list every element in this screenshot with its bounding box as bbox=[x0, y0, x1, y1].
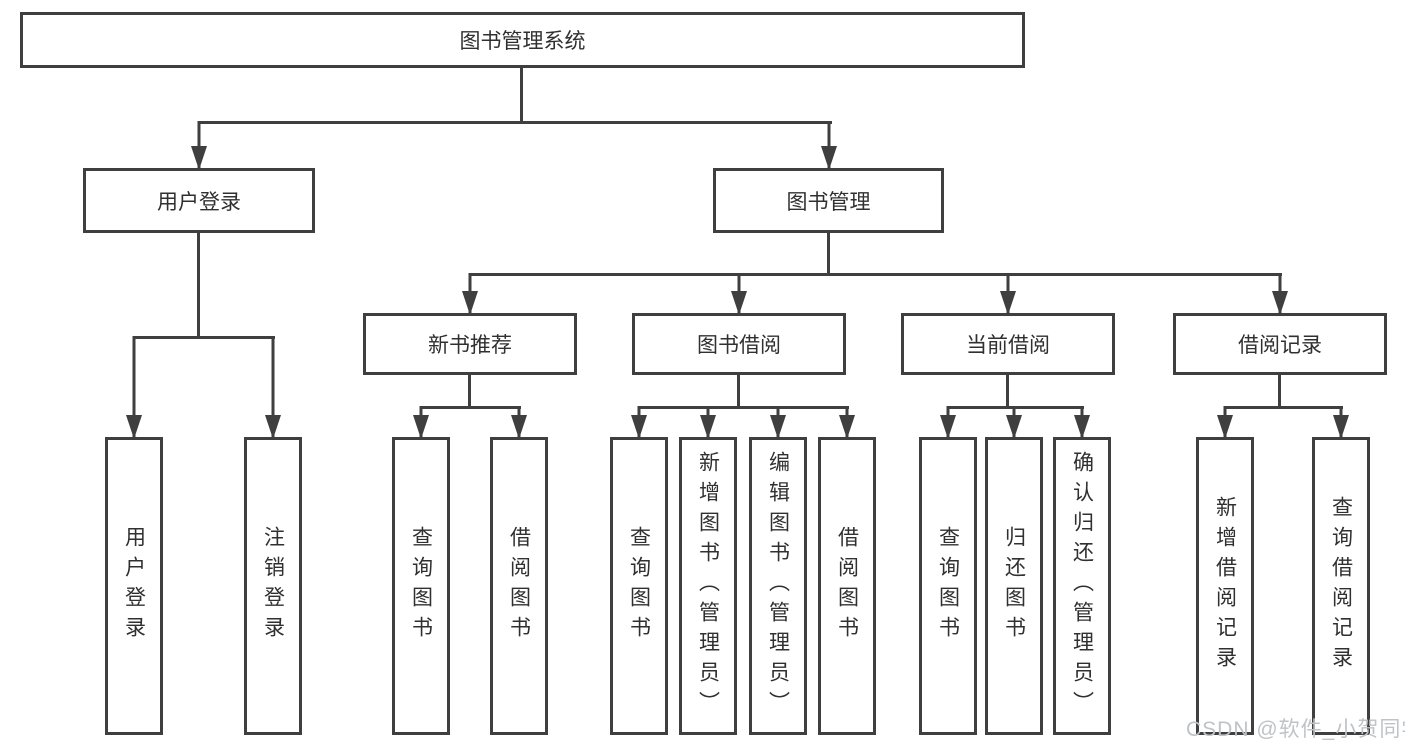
connector-line bbox=[198, 121, 832, 124]
connector-arrow bbox=[1272, 273, 1288, 315]
node-label: 用户登录 bbox=[122, 526, 146, 646]
node-current-borrowing: 当前借阅 bbox=[901, 313, 1115, 375]
arrowhead-icon bbox=[1272, 291, 1288, 315]
connector-arrow bbox=[265, 336, 281, 439]
arrowhead-icon bbox=[265, 415, 281, 439]
connector-arrow bbox=[731, 273, 747, 315]
node-book-management: 图书管理 bbox=[713, 168, 944, 233]
connector-arrow bbox=[1074, 406, 1090, 439]
connector-arrow bbox=[1006, 406, 1022, 439]
connector-line bbox=[1278, 373, 1281, 409]
node-label: 新增图书（管理员） bbox=[696, 451, 720, 721]
arrowhead-icon bbox=[821, 146, 837, 170]
leaf-add-borrow-record: 新增借阅记录 bbox=[1196, 437, 1254, 735]
node-label: 归还图书 bbox=[1002, 526, 1026, 646]
leaf-return-books: 归还图书 bbox=[985, 437, 1043, 735]
connector-arrow bbox=[700, 406, 716, 439]
connector-line bbox=[1006, 373, 1009, 409]
connector-arrow bbox=[126, 336, 142, 439]
leaf-add-books-admin: 新增图书（管理员） bbox=[679, 437, 737, 735]
connector-arrow bbox=[1000, 273, 1016, 315]
node-label: 新增借阅记录 bbox=[1213, 496, 1237, 676]
node-label: 查询图书 bbox=[627, 526, 651, 646]
leaf-query-books: 查询图书 bbox=[919, 437, 977, 735]
node-new-book-recommendation: 新书推荐 bbox=[363, 313, 577, 375]
arrowhead-icon bbox=[462, 291, 478, 315]
leaf-user-login: 用户登录 bbox=[105, 437, 163, 735]
arrowhead-icon bbox=[1217, 415, 1233, 439]
leaf-borrow-books: 借阅图书 bbox=[490, 437, 548, 735]
node-library-management-system: 图书管理系统 bbox=[20, 12, 1025, 68]
node-label: 新书推荐 bbox=[428, 334, 512, 357]
arrowhead-icon bbox=[126, 415, 142, 439]
connector-line bbox=[737, 373, 740, 409]
node-label: 借阅记录 bbox=[1238, 334, 1322, 357]
arrowhead-icon bbox=[413, 415, 429, 439]
arrowhead-icon bbox=[770, 415, 786, 439]
arrowhead-icon bbox=[1006, 415, 1022, 439]
connector-line bbox=[468, 373, 471, 409]
arrowhead-icon bbox=[839, 415, 855, 439]
node-label: 用户登录 bbox=[157, 190, 241, 214]
leaf-logout: 注销登录 bbox=[244, 437, 302, 735]
leaf-query-books: 查询图书 bbox=[392, 437, 450, 735]
arrow-shaft bbox=[271, 336, 275, 439]
arrowhead-icon bbox=[511, 415, 527, 439]
connector-line bbox=[197, 231, 200, 339]
connector-arrow bbox=[1333, 406, 1349, 439]
connector-arrow bbox=[770, 406, 786, 439]
connector-arrow bbox=[413, 406, 429, 439]
node-label: 注销登录 bbox=[261, 526, 285, 646]
node-label: 借阅图书 bbox=[507, 526, 531, 646]
node-book-borrowing: 图书借阅 bbox=[632, 313, 846, 375]
connector-line bbox=[133, 336, 275, 339]
leaf-query-books: 查询图书 bbox=[610, 437, 668, 735]
csdn-watermark: CSDN @软件_小贺同学 bbox=[1186, 718, 1405, 741]
leaf-edit-books-admin: 编辑图书（管理员） bbox=[749, 437, 807, 735]
connector-arrow bbox=[191, 121, 207, 170]
connector-arrow bbox=[511, 406, 527, 439]
arrow-shaft bbox=[132, 336, 136, 439]
arrowhead-icon bbox=[940, 415, 956, 439]
arrowhead-icon bbox=[631, 415, 647, 439]
node-label: 图书借阅 bbox=[697, 334, 781, 357]
connector-line bbox=[420, 406, 521, 409]
connector-arrow bbox=[839, 406, 855, 439]
leaf-query-borrow-record: 查询借阅记录 bbox=[1312, 437, 1370, 735]
node-label: 图书管理系统 bbox=[459, 30, 586, 53]
node-borrowing-records: 借阅记录 bbox=[1173, 313, 1387, 375]
connector-arrow bbox=[462, 273, 478, 315]
connector-arrow bbox=[821, 121, 837, 170]
connector-line bbox=[469, 273, 1282, 276]
connector-arrow bbox=[1217, 406, 1233, 439]
node-label: 查询图书 bbox=[936, 526, 960, 646]
arrow-shaft bbox=[197, 121, 201, 170]
leaf-borrow-books: 借阅图书 bbox=[818, 437, 876, 735]
arrowhead-icon bbox=[1000, 291, 1016, 315]
node-label: 图书管理 bbox=[786, 190, 871, 214]
node-label: 查询借阅记录 bbox=[1329, 496, 1353, 676]
connector-line bbox=[827, 231, 830, 276]
node-user-login: 用户登录 bbox=[83, 168, 315, 233]
arrowhead-icon bbox=[1333, 415, 1349, 439]
node-label: 查询图书 bbox=[409, 526, 433, 646]
connector-line bbox=[947, 406, 1084, 409]
connector-arrow bbox=[631, 406, 647, 439]
node-label: 借阅图书 bbox=[835, 526, 859, 646]
arrow-shaft bbox=[827, 121, 831, 170]
node-label: 确认归还（管理员） bbox=[1070, 451, 1094, 721]
leaf-confirm-return-admin: 确认归还（管理员） bbox=[1053, 437, 1111, 735]
arrowhead-icon bbox=[731, 291, 747, 315]
connector-arrow bbox=[940, 406, 956, 439]
arrowhead-icon bbox=[191, 146, 207, 170]
node-label: 当前借阅 bbox=[966, 334, 1050, 357]
connector-line bbox=[520, 68, 523, 124]
arrowhead-icon bbox=[1074, 415, 1090, 439]
connector-line bbox=[1224, 406, 1343, 409]
arrowhead-icon bbox=[700, 415, 716, 439]
connector-line bbox=[638, 406, 849, 409]
node-label: 编辑图书（管理员） bbox=[766, 451, 790, 721]
